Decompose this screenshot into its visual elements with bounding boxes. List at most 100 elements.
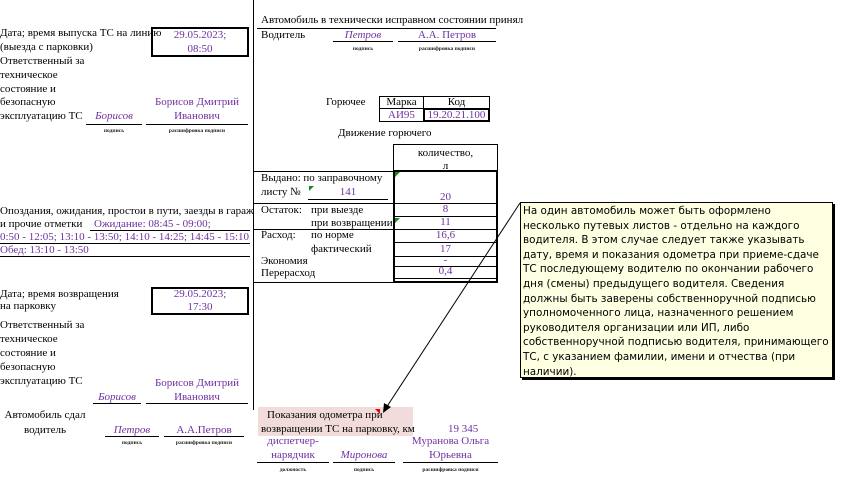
- name-caption: расшифровка подписи: [418, 46, 476, 52]
- fuel-code-header-text: Код: [447, 96, 466, 108]
- signature-caption: подпись: [353, 467, 375, 473]
- row-divider: [253, 203, 393, 204]
- driver-label: Водитель: [261, 29, 306, 41]
- sheet-number-line: [308, 199, 388, 200]
- return-date: 29.05.2023;: [173, 288, 227, 300]
- signature-line: [333, 462, 395, 463]
- name-line: [164, 436, 244, 437]
- delays-note-2[interactable]: 0:50 - 12:05; 13:10 - 13:50; 14:10 - 14:…: [0, 231, 250, 243]
- responsible-label: состояние и: [0, 83, 56, 95]
- signature-line: [86, 124, 142, 125]
- dispatcher-signature: Миронова: [340, 449, 388, 461]
- overuse-label: Перерасход: [261, 267, 316, 279]
- return-label-2: на парковку: [0, 300, 56, 312]
- signature-line: [333, 41, 393, 42]
- signature-line: [93, 403, 141, 404]
- on-departure-value: 8: [442, 203, 449, 215]
- odometer-label: Показания одометра при: [267, 409, 383, 421]
- departure-date: 29.05.2023;: [173, 29, 227, 41]
- on-return-label: при возвращении: [311, 217, 393, 229]
- dispatcher-name: Муранова Ольга: [411, 435, 490, 447]
- qty-header-unit: л: [442, 160, 449, 172]
- signature-caption: подпись: [121, 440, 143, 446]
- name-line: [398, 41, 496, 42]
- issued-label: Выдано: по заправочному: [261, 172, 383, 184]
- responsible-signature: Борисов: [98, 391, 136, 403]
- name-caption: расшифровка подписи: [175, 440, 233, 446]
- position-caption: должность: [279, 467, 307, 473]
- note-line: [0, 243, 250, 244]
- return-label: Дата; время возвращения: [0, 288, 119, 300]
- note-line: [90, 230, 250, 231]
- fuel-brand: АИ95: [388, 109, 415, 121]
- name-caption: расшифровка подписи: [168, 128, 226, 134]
- name-line: [403, 462, 498, 463]
- comment-marker-red: [375, 409, 380, 414]
- signature-line: [105, 436, 159, 437]
- by-norm-value: 16,6: [435, 229, 456, 241]
- sheet-number: 141: [339, 186, 357, 198]
- driver-signature: Петров: [344, 29, 382, 41]
- return-datetime-field[interactable]: 29.05.2023; 17:30: [151, 287, 249, 315]
- name-line: [146, 124, 248, 125]
- signature-caption: подпись: [352, 46, 374, 52]
- responsible-label: эксплуатацию ТС: [0, 375, 83, 387]
- dispatcher-position: диспетчер-: [267, 435, 319, 447]
- fuel-brand-header-text: Марка: [386, 96, 417, 108]
- dispatcher-name-2: Юрьевна: [429, 449, 472, 461]
- delays-label-2: и прочие отметки: [0, 218, 83, 230]
- dispatcher-position-2: нарядчик: [271, 449, 315, 461]
- handed-label: Автомобиль сдал: [4, 409, 86, 421]
- delays-note-3[interactable]: Обед: 13:10 - 13:50: [0, 244, 89, 256]
- economy-label: Экономия: [261, 255, 308, 267]
- comment-note[interactable]: На один автомобиль может быть оформлено …: [520, 202, 833, 378]
- odometer-value[interactable]: 19 345: [448, 423, 479, 435]
- delays-label: Опоздания, ожидания, простои в пути, зае…: [0, 205, 254, 217]
- responsible-name: Иванович: [174, 391, 220, 403]
- by-norm-label: по норме: [311, 229, 354, 241]
- name-caption: расшифровка подписи: [422, 467, 479, 473]
- issued-label-2: листу №: [261, 186, 301, 198]
- accepted-title: Автомобиль в технически исправном состоя…: [261, 14, 524, 26]
- responsible-label: безопасную: [0, 361, 56, 373]
- departure-datetime-field[interactable]: 29.05.2023; 08:50: [151, 27, 249, 57]
- on-return-value: 11: [440, 216, 451, 228]
- overuse-value: 0,4: [438, 265, 453, 277]
- fuel-brand-cell[interactable]: АИ95: [379, 108, 424, 122]
- name-line: [146, 403, 248, 404]
- qty-header-text: количество,: [417, 147, 474, 159]
- responsible-name: Борисов Дмитрий: [154, 96, 240, 108]
- fuel-code: 19.20.21.100: [427, 109, 486, 121]
- responsible-name: Борисов Дмитрий: [154, 377, 240, 389]
- divider: [257, 28, 496, 29]
- note-line: [0, 256, 250, 257]
- fuel-label: Горючее: [326, 96, 366, 108]
- fuel-code-cell[interactable]: 19.20.21.100: [423, 108, 490, 122]
- responsible-label: техническое: [0, 333, 58, 345]
- departure-label: Дата; время выпуска ТС на линию: [0, 27, 162, 39]
- responsible-name: Иванович: [174, 110, 220, 122]
- comment-marker: [309, 186, 314, 191]
- return-time: 17:30: [187, 301, 213, 313]
- odometer-label-2: возвращении ТС на парковку, км: [261, 423, 415, 435]
- comment-marker: [395, 172, 400, 177]
- driver-signature: Петров: [113, 424, 151, 436]
- responsible-label: безопасную: [0, 96, 56, 108]
- delays-note-1[interactable]: Ожидание: 08:45 - 09:00;: [94, 218, 211, 230]
- issued-value: 20: [440, 191, 451, 203]
- on-departure-label: при выезде: [311, 204, 364, 216]
- position-line: [257, 462, 329, 463]
- actual-label: фактический: [311, 243, 372, 255]
- driver-name: А.А.Петров: [176, 424, 232, 436]
- signature-caption: подпись: [103, 128, 125, 134]
- responsible-signature: Борисов: [95, 110, 133, 122]
- responsible-label: эксплуатацию ТС: [0, 110, 83, 122]
- handed-label-2: водитель: [24, 424, 66, 436]
- remain-label: Остаток:: [261, 204, 302, 216]
- departure-time: 08:50: [187, 43, 213, 55]
- responsible-label: техническое: [0, 69, 58, 81]
- row-divider: [395, 278, 496, 279]
- fuel-movement-title: Движение горючего: [338, 127, 432, 139]
- responsible-label: состояние и: [0, 347, 56, 359]
- responsible-label: Ответственный за: [0, 55, 85, 67]
